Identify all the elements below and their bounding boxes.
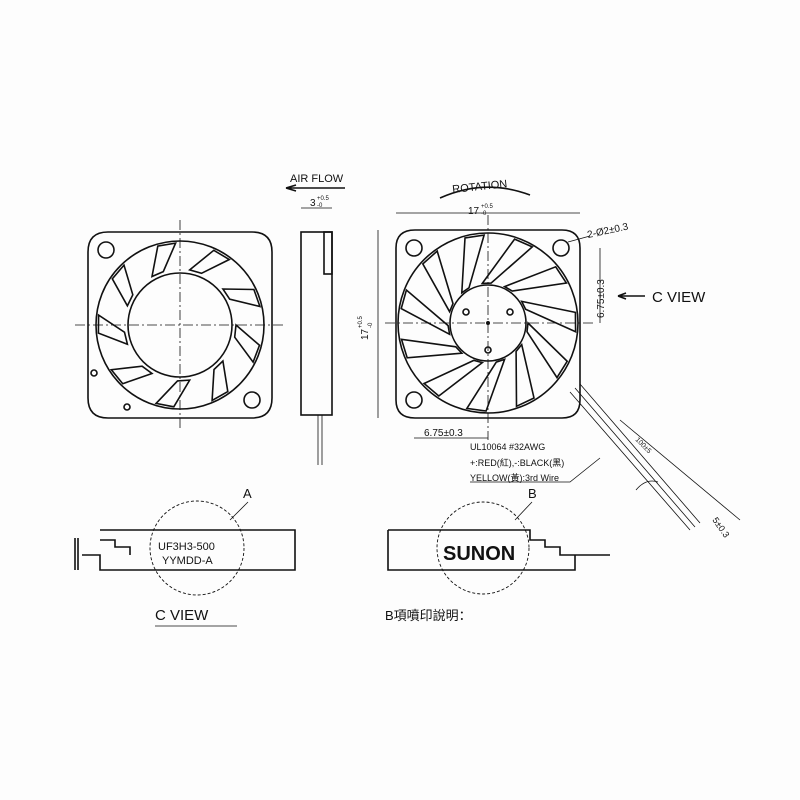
fan-blade [211, 359, 229, 402]
fan-blade [520, 300, 577, 333]
air-flow-label: AIR FLOW [290, 173, 344, 185]
holes-dim: 2-Ø2±0.3 [586, 221, 629, 241]
fan-blade [460, 234, 486, 295]
fan-blade [502, 265, 568, 292]
thickness-tol-minus: -0 [317, 203, 323, 209]
detail-a-label: A [243, 486, 252, 501]
fan-blade [111, 263, 134, 308]
fan-blade [421, 249, 454, 314]
width-dim: 17 [468, 206, 480, 217]
hole-offset-h-dim: 6.75±0.3 [424, 428, 463, 439]
c-view-title: C VIEW [155, 607, 209, 624]
fan-blade [188, 249, 231, 275]
wire-spec-line1: UL10064 #32AWG [470, 442, 545, 452]
detail-a: A UF3H3-500 YYMDD-A C VIEW [74, 486, 296, 627]
fan-blade [109, 365, 154, 385]
thickness-dim: 3 [310, 198, 316, 209]
fan-blade [465, 358, 506, 412]
thickness-tol-plus: +0.5 [317, 196, 330, 202]
height-tol-minus: -0 [368, 322, 374, 328]
rear-view: ROTATION 17 +0.5 -0 17 +0.5 -0 2-Ø2±0.3 … [358, 178, 741, 540]
width-tol-plus: +0.5 [481, 204, 494, 210]
detail-b: B SUNON B項噴印說明： [385, 486, 610, 623]
fan-blade [154, 379, 192, 408]
marking-a-line1: UF3H3-500 [158, 541, 215, 553]
fan-blade [480, 238, 534, 285]
c-view-arrow-label: C VIEW [652, 289, 706, 306]
fan-blade [221, 288, 262, 308]
fan-blade [233, 323, 261, 364]
detail-b-label: B [528, 486, 537, 501]
fan-blade [422, 359, 485, 398]
hole-offset-v-dim: 6.75±0.3 [596, 279, 607, 318]
fan-blade [97, 313, 129, 346]
width-tol-minus: -0 [481, 211, 487, 217]
fan-blade [400, 288, 451, 336]
fan-blade [526, 321, 569, 380]
height-dim: 17 [360, 328, 371, 340]
wire-strip-dim: 5±0.3 [710, 515, 731, 539]
front-view [75, 220, 285, 430]
side-view: AIR FLOW 3 +0.5 -0 [285, 173, 345, 465]
fan-blade [150, 242, 177, 278]
marking-a-line2: YYMDD-A [162, 555, 213, 567]
wire-spec-line2: +:RED(紅),-:BLACK(黑) [470, 458, 564, 468]
b-marking-note: B項噴印說明： [385, 608, 472, 623]
fan-blade [400, 338, 464, 359]
marking-b: SUNON [443, 543, 515, 565]
wire-spec-line3: YELLOW(黃):3rd Wire [470, 472, 559, 483]
fan-blade [515, 342, 535, 408]
height-tol-plus: +0.5 [358, 315, 364, 328]
